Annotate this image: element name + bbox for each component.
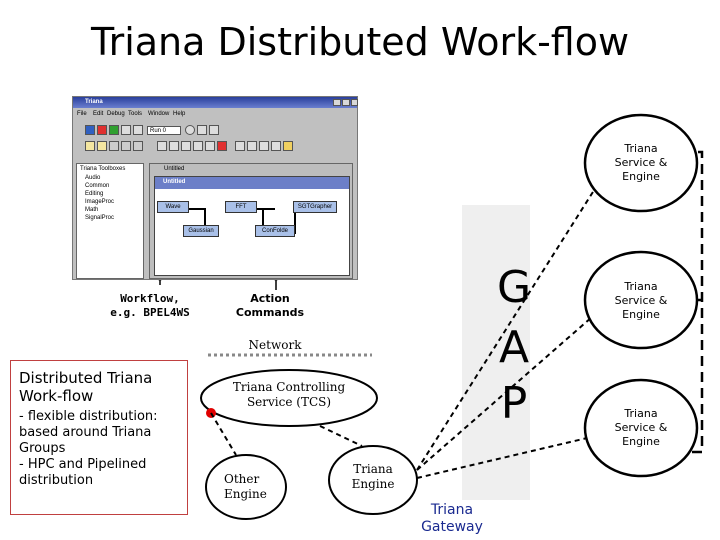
unit-confolde: ConFolde: [255, 225, 295, 237]
link-triana-svc2: [416, 309, 601, 471]
link-tcs-triana: [319, 425, 363, 447]
service-ellipse-1: [583, 113, 699, 213]
link-triana-svc1: [416, 164, 611, 471]
toolbar-icon: [271, 141, 281, 151]
toolbar-icon: [121, 141, 131, 151]
toolbar-icon: [283, 141, 293, 151]
workspace-tab-label: Untitled: [164, 166, 185, 172]
distributed-title: Distributed Triana Work-flow: [19, 369, 153, 405]
toolbar-icon: [247, 141, 257, 151]
toolbar-icon: [133, 141, 143, 151]
tcs-ellipse: [200, 369, 378, 427]
search-icon: [209, 125, 219, 135]
toolbar-icon: [109, 141, 119, 151]
workspace-tab: Untitled Untitled Wave FFT SGTGrapher Ga…: [149, 163, 353, 279]
toolbox-item: Math: [85, 207, 99, 213]
distributed-info-box: Distributed Triana Work-flow - flexible …: [10, 360, 188, 515]
menu-debug: Debug: [107, 111, 125, 117]
toolbox-item: SignalProc: [85, 215, 115, 221]
network-label: Network: [248, 338, 302, 352]
service-ellipse-3: [583, 378, 699, 478]
toolbar-icon: [235, 141, 245, 151]
action-label: Action Commands: [235, 292, 305, 319]
workflow-window-titlebar: Untitled: [155, 177, 349, 189]
other-engine-ellipse: [205, 454, 287, 520]
toolbar-icon: [205, 141, 215, 151]
toolbar-icon: [157, 141, 167, 151]
menu-tools: Tools: [128, 111, 143, 117]
gateway-label: Triana Gateway: [421, 502, 483, 535]
toolbar-icon: [85, 141, 95, 151]
page-title: Triana Distributed Work-flow: [90, 20, 630, 64]
toolbox-item: Editing: [85, 191, 104, 197]
service-label-1: Triana Service & Engine: [614, 142, 668, 183]
toolbar-icon: [193, 141, 203, 151]
unit-sgtgrapher: SGTGrapher: [293, 201, 337, 213]
toolbar-icon: [181, 141, 191, 151]
toolbox-item: Common: [85, 183, 110, 189]
menu-file: File: [77, 111, 87, 117]
toolbar-icon: [97, 125, 107, 135]
toolbar-icon: [97, 141, 107, 151]
toolbox-item: ImageProc: [85, 199, 115, 205]
app-title: Triana: [85, 99, 103, 105]
workflow-window-title: Untitled: [163, 179, 186, 185]
toolbar-icon: [217, 141, 227, 151]
toolbar-icon: [259, 141, 269, 151]
toolbar-icon: [185, 125, 195, 135]
close-icon: [351, 99, 358, 106]
toolbar-icon: [85, 125, 95, 135]
toolbar-icon: [109, 125, 119, 135]
unit-gaussian: Gaussian: [183, 225, 219, 237]
app-menubar: File Edit Debug Tools Window Help: [73, 109, 357, 119]
toolbox-title: Triana Toolboxes: [80, 166, 126, 172]
triana-app-screenshot: Triana File Edit Debug Tools Window Help…: [72, 96, 358, 280]
service-ellipse-2: [583, 250, 699, 350]
distributed-body: - flexible distribution: based around Tr…: [19, 409, 158, 488]
unit-wave: Wave: [157, 201, 189, 213]
tcs-label: Triana Controlling Service (TCS): [232, 380, 346, 409]
search-icon: [197, 125, 207, 135]
maximize-icon: [342, 99, 350, 106]
service-label-2: Triana Service & Engine: [614, 280, 668, 321]
app-titlebar: Triana: [73, 97, 358, 108]
menu-edit: Edit: [93, 111, 104, 117]
link-triana-svc3: [416, 434, 601, 479]
triana-engine-label: Triana Engine: [351, 462, 395, 491]
link-tcs-other: [210, 412, 237, 456]
menu-window: Window: [148, 111, 170, 117]
run-field: Run 0: [147, 126, 181, 135]
menu-help: Help: [173, 111, 186, 117]
other-engine-label: Other Engine: [224, 472, 267, 501]
gap-letter-g: G: [496, 262, 532, 313]
gap-letter-a: A: [498, 322, 530, 373]
triana-engine-ellipse: [328, 445, 418, 515]
gap-letter-p: P: [500, 378, 528, 429]
toolbox-item: Audio: [85, 175, 101, 181]
toolbar-icon: [169, 141, 179, 151]
workflow-window: Untitled Wave FFT SGTGrapher Gaussian Co…: [154, 176, 350, 276]
toolbox-tree: Triana Toolboxes Audio Common Editing Im…: [76, 163, 144, 279]
toolbar-icon: [121, 125, 131, 135]
minimize-icon: [333, 99, 341, 106]
unit-fft: FFT: [225, 201, 257, 213]
service-label-3: Triana Service & Engine: [614, 407, 668, 448]
gap-column: [462, 205, 530, 500]
toolbar-icon: [133, 125, 143, 135]
workflow-label: Workflow, e.g. BPEL4WS: [110, 292, 190, 319]
